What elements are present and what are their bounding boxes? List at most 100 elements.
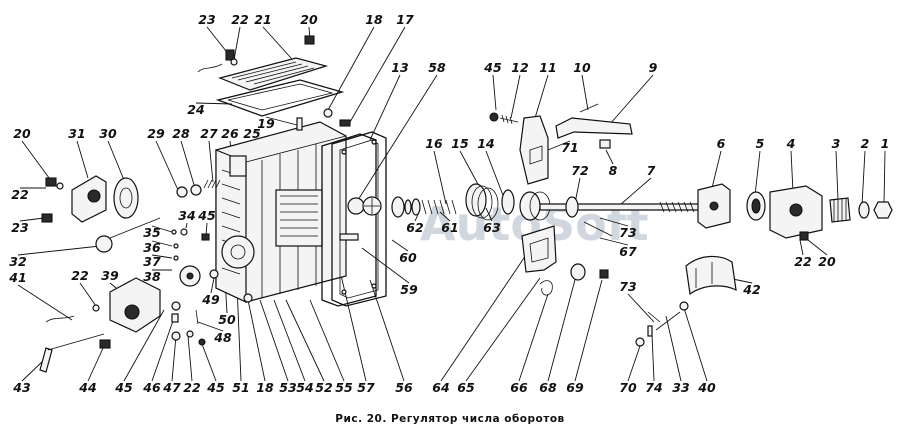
callout-n50: 50: [218, 312, 236, 327]
leader-n35: [151, 225, 173, 233]
bolt-8: [599, 139, 611, 149]
part-46: [171, 313, 179, 323]
callout-n73a: 73: [619, 225, 636, 240]
callout-n22c: 22: [794, 254, 811, 269]
callout-n63: 63: [483, 220, 500, 235]
callout-n22a: 22: [231, 12, 248, 27]
flange-39: [109, 277, 161, 333]
leader-n27: [208, 140, 214, 183]
part-48: [195, 309, 199, 325]
callout-n29: 29: [147, 126, 165, 141]
bolt-23: [225, 49, 235, 61]
callout-n72: 72: [571, 163, 588, 178]
cover-4-hole: [789, 203, 803, 217]
callout-n11: 11: [539, 60, 556, 75]
callout-n70: 70: [619, 380, 637, 395]
lever-11: [519, 115, 549, 185]
callout-n33: 33: [672, 380, 689, 395]
leader-n18a: [327, 26, 375, 111]
callout-n25: 25: [243, 126, 261, 141]
bolt-20a: [304, 35, 315, 45]
callout-n23b: 23: [11, 220, 28, 235]
leader-n71: [547, 140, 571, 151]
spring-27: [203, 179, 221, 189]
leader-n48: [197, 321, 224, 332]
bolt-44: [99, 339, 111, 349]
part-35: [171, 229, 177, 235]
callout-n45d: 45: [206, 380, 225, 395]
callout-n48: 48: [213, 330, 232, 345]
ring-18b: [243, 293, 253, 303]
callout-n39: 39: [101, 268, 119, 283]
callout-n14: 14: [477, 136, 494, 151]
leader-n66: [518, 293, 549, 382]
callout-n45c: 45: [114, 380, 133, 395]
crank-43-rod: [47, 333, 105, 351]
callout-n51: 51: [232, 380, 249, 395]
callout-n38: 38: [143, 269, 161, 284]
leader-n34: [185, 222, 188, 229]
leader-n65: [465, 277, 541, 382]
callout-n34: 34: [178, 208, 195, 223]
leader-n45a: [492, 74, 497, 111]
callout-n49: 49: [201, 292, 220, 307]
lever-9: [555, 117, 633, 139]
nut-45a: [489, 112, 499, 122]
leader-n74: [651, 333, 655, 382]
leader-n15: [459, 150, 481, 189]
leader-n56: [369, 279, 405, 382]
pin-73-67: [583, 221, 613, 237]
leader-n22c: [799, 239, 804, 256]
leader-n23b: [19, 217, 45, 222]
callout-n37: 37: [143, 254, 161, 269]
leader-n33: [665, 315, 682, 382]
callout-n66: 66: [510, 380, 528, 395]
leader-n22d: [79, 282, 97, 307]
leader-n13: [369, 74, 401, 141]
washer-22d: [92, 304, 100, 312]
callout-n73b: 73: [619, 279, 636, 294]
ring-14: [501, 189, 515, 215]
callout-n57: 57: [357, 380, 375, 395]
callout-n15: 15: [451, 136, 469, 151]
callout-n18b: 18: [256, 380, 274, 395]
leader-n55: [309, 299, 345, 382]
callout-n4: 4: [786, 136, 796, 151]
ring-29: [176, 186, 188, 198]
bushing-68: [570, 263, 586, 281]
callout-n1: 1: [881, 136, 890, 151]
leader-n2: [861, 150, 866, 206]
leader-n22e: [187, 335, 193, 382]
pipe-23: [197, 63, 223, 73]
shaft-7-thread: [659, 201, 695, 213]
leader-n40: [683, 307, 708, 382]
leader-n47: [171, 335, 177, 382]
gasket-57: [321, 133, 377, 307]
leader-n63: [485, 207, 493, 222]
callout-n32: 32: [9, 254, 26, 269]
callout-n13: 13: [391, 60, 408, 75]
screw-12: [499, 114, 519, 125]
nut-72: [565, 196, 579, 218]
washer-62: [411, 198, 421, 216]
weight-13-cross: [364, 198, 380, 214]
leader-n20b: [21, 140, 53, 183]
figure-caption: Рис. 20. Регулятор числа оборотов: [335, 413, 564, 425]
part-45c: [171, 301, 181, 311]
lever-71-slot: [529, 145, 543, 165]
callout-n44: 44: [78, 380, 96, 395]
leader-n45d: [201, 343, 217, 382]
callout-n46: 46: [142, 380, 161, 395]
callout-n42: 42: [742, 282, 760, 297]
callout-n55: 55: [335, 380, 353, 395]
callout-n23a: 23: [198, 12, 215, 27]
callout-n7: 7: [647, 163, 656, 178]
disc-51: [221, 235, 255, 269]
leader-n60: [391, 239, 409, 252]
part-45b: [201, 233, 210, 241]
pin-74: [647, 325, 653, 337]
leader-n19: [265, 116, 298, 126]
callout-n45a: 45: [483, 60, 502, 75]
leader-n20c: [807, 239, 828, 256]
